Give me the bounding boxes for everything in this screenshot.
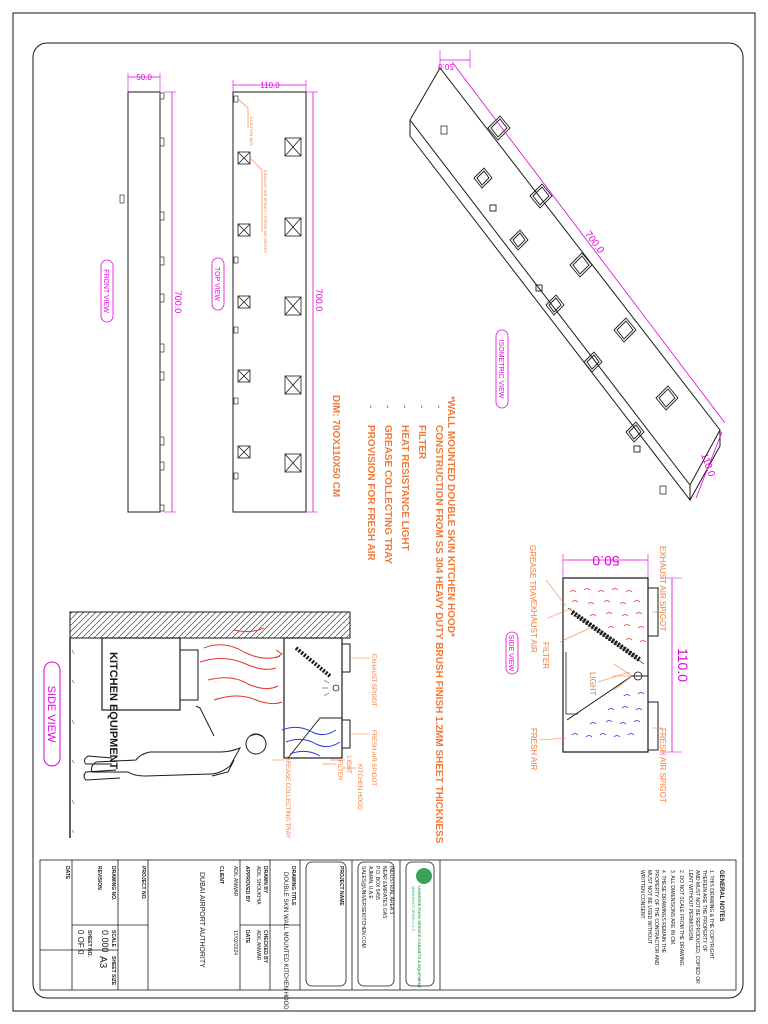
scene-kitchen-hood: KITCHEN HOOD [356, 764, 362, 811]
drawing-no-label: DRAWING NO. [110, 866, 116, 901]
front-depth-dim: 50.0 [136, 73, 152, 82]
address-3: P.O. BOX 5455 [374, 866, 380, 900]
company-name: UNIVERSE FOOD SERVICE CABINETS & EQUIPME… [417, 886, 422, 989]
scene-light: LIGHT [345, 756, 351, 774]
top-width-dim: 110.0 [260, 81, 280, 90]
revision-label: REVISION [96, 866, 102, 890]
checked-by-label: CHECKED BY [262, 930, 268, 964]
top-view: JUNCTION BOX EXHAUST AIR SPIGOT / FRESH … [211, 80, 324, 513]
drawn-by: ADIL SHOUKHIA [255, 866, 261, 905]
date-label: DATE [244, 930, 250, 944]
address-5: SALES@UNIVERSEKITCHEN.COM [360, 866, 366, 948]
top-junction-label: JUNCTION BOX [249, 116, 254, 146]
sheet-no-value: 0 OF 0 [76, 930, 85, 955]
note-7: 4. THESE DRAWINGS REMAIN THE [660, 870, 666, 954]
note-9: MUST NOT BE USED WITHOUT [646, 870, 652, 944]
general-notes-heading: GENERAL NOTES [718, 870, 724, 922]
address-1: INDUSTRIAL AREA 3 [388, 866, 394, 914]
spec-item-4: GREASE COLLECTING TRAY [382, 425, 393, 564]
top-length-dim: 700.0 [314, 289, 324, 312]
spec-dim: DIM: 70OX110X50 CM [330, 395, 341, 497]
iso-depth-dim: 50.0 [438, 62, 454, 71]
spec-item-2: FILTER [416, 425, 427, 460]
drawing-title: DOUBLE SKIN WALL MOUNTED KITCHEN HOOD [282, 872, 288, 1010]
note-8: PROPERTY OF THE CONTRACTOR AND [653, 870, 659, 966]
scene-filter: FILTER [336, 760, 342, 781]
svg-text:-: - [382, 405, 393, 408]
note-5: 2. DO NOT SCALE FROM THE DRAWING. [678, 870, 684, 967]
spec-notes: *WALL MOUNTED DOUBLE SKIN KITCHEN HOOD* … [330, 395, 456, 844]
sheet-size-value: A3 [97, 956, 108, 969]
equipment-label-text: KITCHEN EQUIPMENT [107, 652, 119, 770]
drawn-by-label: DRAWN BY [262, 866, 268, 894]
spec-item-1: CONSTRUCTION FROM SS 304 HEAVY DUTY BRUS… [433, 425, 444, 844]
date-value: 17/02/2024 [232, 930, 238, 955]
approved-by-label: APPROVED BY [244, 866, 250, 903]
note-1: 1. THIS DRAWING & THE COPYRIGHT [708, 870, 714, 959]
svg-text:-: - [365, 405, 376, 408]
note-2: THEREIN ARE THE PROPERTY OF [701, 870, 707, 952]
approved-by: ADIL ANWAR [232, 866, 238, 897]
equipment-label: KITCHEN EQUIPMENT [107, 652, 119, 770]
front-view-label: FRONT VIEW [102, 269, 109, 313]
front-view: 50.0 700.0 FRONT VIEW [100, 73, 183, 513]
project-no-label: PROJECT NO. [140, 866, 146, 901]
isometric-dims: 50.0 700.0 110.0 ISOMETRIC VIEW [438, 50, 726, 499]
company-sub: MANUFACTURING L.L.C [411, 886, 416, 932]
scale-value: 0.000 [100, 930, 110, 953]
scene-exhaust-spigot: EXHAUST SPIGOT [370, 654, 376, 707]
scene-grease-tray: GREASE COLLECTING TRAY [284, 756, 290, 838]
title-block [39, 859, 737, 991]
date2-label: DATE [64, 866, 70, 880]
spec-title: *WALL MOUNTED DOUBLE SKIN KITCHEN HOOD* [445, 396, 456, 637]
address-4: AJMAN, U.A.E [367, 866, 373, 899]
client-name: DUBAI AIRPORT AUTHORITY [198, 872, 205, 968]
svg-text:-: - [433, 405, 444, 408]
spec-item-3: HEAT RESISTANCE LIGHT [399, 425, 410, 551]
side-light: LIGHT [588, 672, 597, 696]
top-spigot-label: EXHAUST AIR SPIGOT / FRESH AIR SPIGOT [263, 170, 268, 254]
scale-label: SCALE [110, 930, 116, 948]
project-name-label: PROJECT NAME [338, 866, 344, 906]
scene-fresh-spigot: FRESH AIR SPIGOT [370, 730, 376, 786]
side-exhaust-spigot: EXHAUST AIR SPIGOT [658, 546, 667, 631]
sheet-border [12, 12, 756, 1012]
side-fresh-air: FRESH AIR [529, 728, 538, 770]
side-exhaust-air: EXHAUST AIR [529, 600, 538, 653]
side-width-dim: 110.0 [675, 648, 691, 682]
sheet-no-label: SHEET NO. [86, 930, 92, 958]
side-fresh-spigot: FRESH AIR SPIGOT [658, 728, 667, 803]
side-grease-tray: GREASE TRAY [528, 545, 537, 602]
checked-by: ADIL ANWAR [255, 930, 261, 961]
company-logo [416, 868, 432, 884]
note-6: 3. ALL DIMENSIONS ARE IN CM. [669, 870, 675, 945]
note-4: LENT WITHOUT PERMISSION. [687, 870, 693, 942]
drawing-frame [32, 42, 744, 999]
note-3: AND MUST NOT BE REPRODUCED, COPIED OR [694, 870, 700, 984]
iso-view-label: ISOMETRIC VIEW [497, 340, 504, 399]
side-view-scene: KITCHEN EQUIPMENT EXHAUST SPIGO [43, 611, 376, 838]
title-block-text: GENERAL NOTES 1. THIS DRAWING & THE COPY… [64, 866, 724, 1010]
svg-text:-: - [399, 405, 410, 408]
address-2: NEAR EMIRATES GAS [381, 866, 387, 919]
top-view-label: TOP VIEW [213, 267, 220, 301]
side-view-label: SIDE VIEW [507, 635, 514, 672]
drawing-title-label: DRAWING TITLE [290, 866, 296, 906]
scene-view-label: SIDE VIEW [45, 686, 57, 743]
side-section: 50.0 110.0 SIDE VIEW GREASE TRAY EXHAUST… [505, 545, 691, 803]
svg-text:-: - [416, 405, 427, 408]
front-length-dim: 700.0 [173, 291, 183, 314]
side-filter: FILTER [541, 642, 550, 669]
iso-length-dim: 700.0 [582, 229, 606, 256]
side-height-dim: 50.0 [592, 553, 619, 569]
sheet-size-label: SHEET SIZE [110, 956, 116, 986]
client-label: CLIENT [218, 866, 224, 884]
note-10: WRITTEN CONSENT. [639, 870, 645, 919]
spec-item-5: PROVISION FOR FRESH AIR [365, 425, 376, 562]
